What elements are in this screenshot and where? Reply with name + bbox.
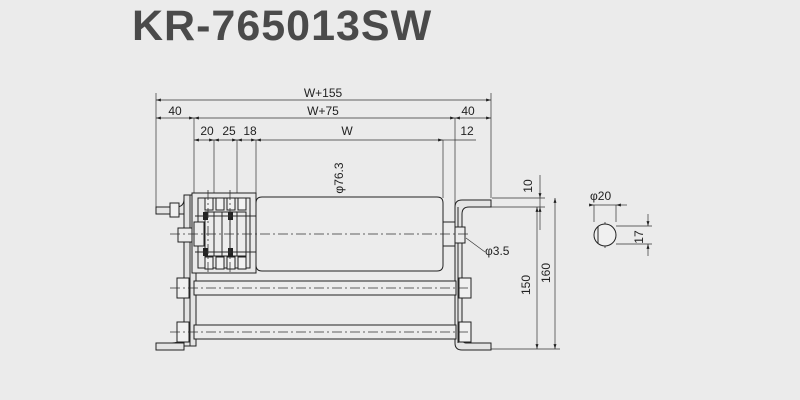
left-frame [155, 194, 197, 351]
page-title: KR-765013SW [132, 2, 433, 50]
dim-20: 20 [200, 124, 214, 138]
extension-lines [155, 93, 560, 350]
shaft-section-detail [589, 203, 652, 256]
center-lines [170, 190, 606, 333]
dim-shaft-diameter: φ20 [590, 189, 611, 203]
dim-12: 12 [460, 124, 474, 138]
dim-left-offset: 40 [168, 104, 182, 118]
dim-height-160: 160 [539, 263, 553, 283]
dim-shaft-flat: 17 [632, 230, 646, 244]
roller-body [193, 196, 456, 272]
hole-leader-line [465, 237, 486, 253]
vertical-dimension-lines [535, 175, 557, 349]
dimension-labels: W+155 40 W+75 40 20 25 18 W 12 10 150 16… [168, 86, 646, 295]
dim-18: 18 [243, 124, 257, 138]
dim-hole-diameter: φ3.5 [485, 244, 510, 258]
horizontal-dimension-lines [156, 98, 491, 142]
right-frame [454, 199, 492, 351]
dim-height-150: 150 [519, 275, 533, 295]
dim-25: 25 [222, 124, 236, 138]
tie-rods [193, 280, 457, 340]
dim-right-offset: 40 [461, 104, 475, 118]
dim-overall-width: W+155 [304, 86, 343, 100]
dim-roller-diameter: φ76.3 [332, 162, 346, 193]
dim-roller-width: W [341, 124, 353, 138]
dim-top-offset: 10 [521, 179, 535, 193]
dim-inner-width: W+75 [307, 104, 339, 118]
